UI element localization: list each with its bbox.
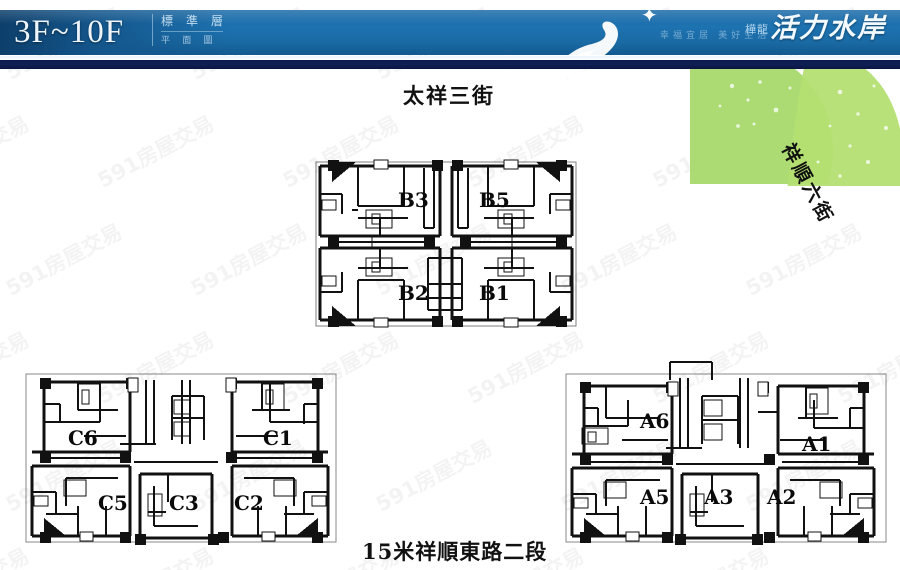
header-subtitle-line2: 平 面 圖: [161, 35, 218, 45]
unit-label-c2: C2: [234, 491, 264, 515]
header-blue-bar: [0, 10, 900, 55]
unit-label-b1: B1: [479, 281, 510, 305]
unit-label-b5: B5: [479, 188, 510, 212]
unit-label-c3: C3: [169, 491, 199, 515]
watermark-text: 591房屋交易: [370, 432, 497, 519]
unit-label-a6: A6: [640, 409, 670, 433]
unit-label-b2: B2: [398, 281, 429, 305]
star-icon: ✦: [641, 5, 658, 27]
header-light-divider: [0, 56, 900, 60]
header-tagline: 幸福宜居 美好生活: [660, 30, 771, 40]
watermark-text: 591房屋交易: [92, 108, 219, 195]
watermark-text: 591房屋交易: [0, 108, 34, 195]
watermark-text: 591房屋交易: [740, 216, 867, 303]
header-subtitle: 標 準 層 平 面 圖: [152, 14, 239, 46]
unit-label-b3: B3: [398, 188, 429, 212]
watermark-text: 591房屋交易: [0, 216, 127, 303]
page-header: 3F~10F 標 準 層 平 面 圖 ✦ 幸福宜居 美好生活 樺龍 活力水岸: [0, 0, 900, 78]
brand-mark: 樺龍: [745, 24, 769, 36]
street-label-top: 太祥三街: [403, 83, 495, 108]
street-label-bottom: 15米祥順東路二段: [362, 539, 548, 564]
header-subtitle-line1: 標 準 層: [161, 14, 229, 28]
unit-label-c1: C1: [263, 426, 293, 450]
header-navy-bar: [0, 60, 900, 69]
unit-label-c5: C5: [98, 491, 128, 515]
unit-label-a1: A1: [802, 432, 832, 456]
unit-label-a3: A3: [704, 485, 734, 509]
unit-label-a2: A2: [767, 485, 797, 509]
watermark-text: 591房屋交易: [185, 216, 312, 303]
green-leaf-decoration: [690, 66, 900, 186]
unit-label-a5: A5: [640, 485, 670, 509]
unit-label-c6: C6: [68, 426, 98, 450]
header-subtitle-rule: [161, 31, 223, 32]
page-title: 3F~10F: [14, 14, 125, 50]
brand-logo: 活力水岸: [770, 13, 886, 44]
